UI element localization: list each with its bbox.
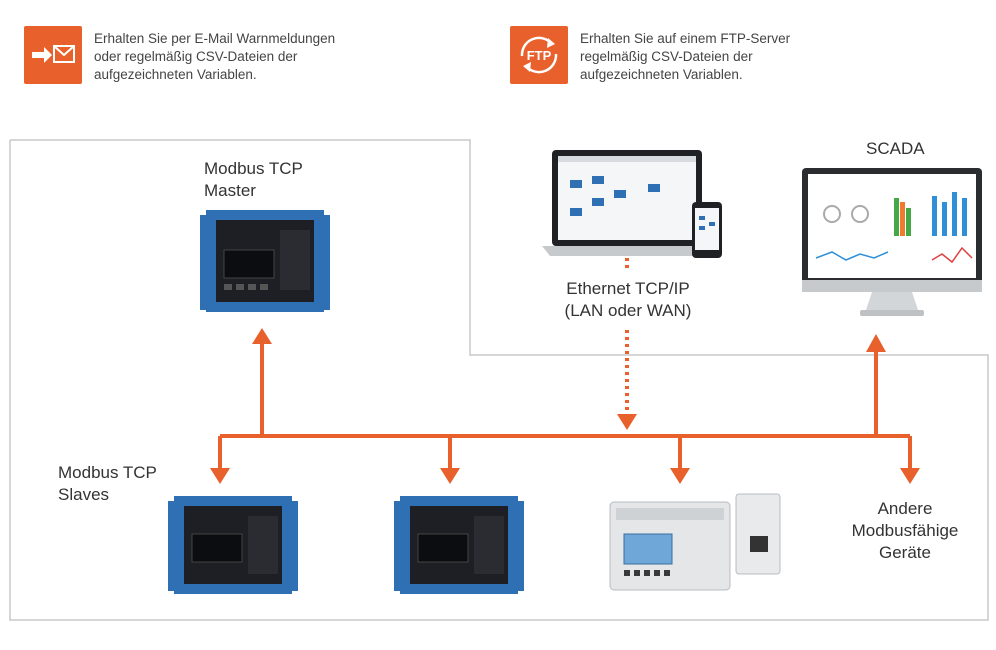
slave-plc-device-3 — [609, 493, 781, 591]
slave-plc-device-2 — [394, 496, 524, 594]
email-info-text: Erhalten Sie per E-Mail Warnmeldungen od… — [94, 31, 336, 82]
other-devices-label: Andere Modbusfähige Geräte — [851, 499, 959, 562]
scada-monitor-device — [802, 168, 982, 316]
ftp-info-text: Erhalten Sie auf einem FTP-Server regelm… — [580, 31, 791, 82]
master-plc-device — [200, 210, 330, 312]
email-icon — [24, 26, 82, 84]
slaves-label: Modbus TCP Slaves — [58, 463, 157, 504]
slave-plc-device-1 — [168, 496, 298, 594]
ftp-icon-label: FTP — [527, 48, 552, 63]
master-label: Modbus TCP Master — [204, 159, 303, 200]
laptop-device — [542, 150, 722, 258]
scada-label: SCADA — [866, 139, 925, 158]
ftp-icon: FTP — [510, 26, 568, 84]
ethernet-label: Ethernet TCP/IP (LAN oder WAN) — [564, 279, 692, 320]
frame-outline — [9, 139, 989, 621]
